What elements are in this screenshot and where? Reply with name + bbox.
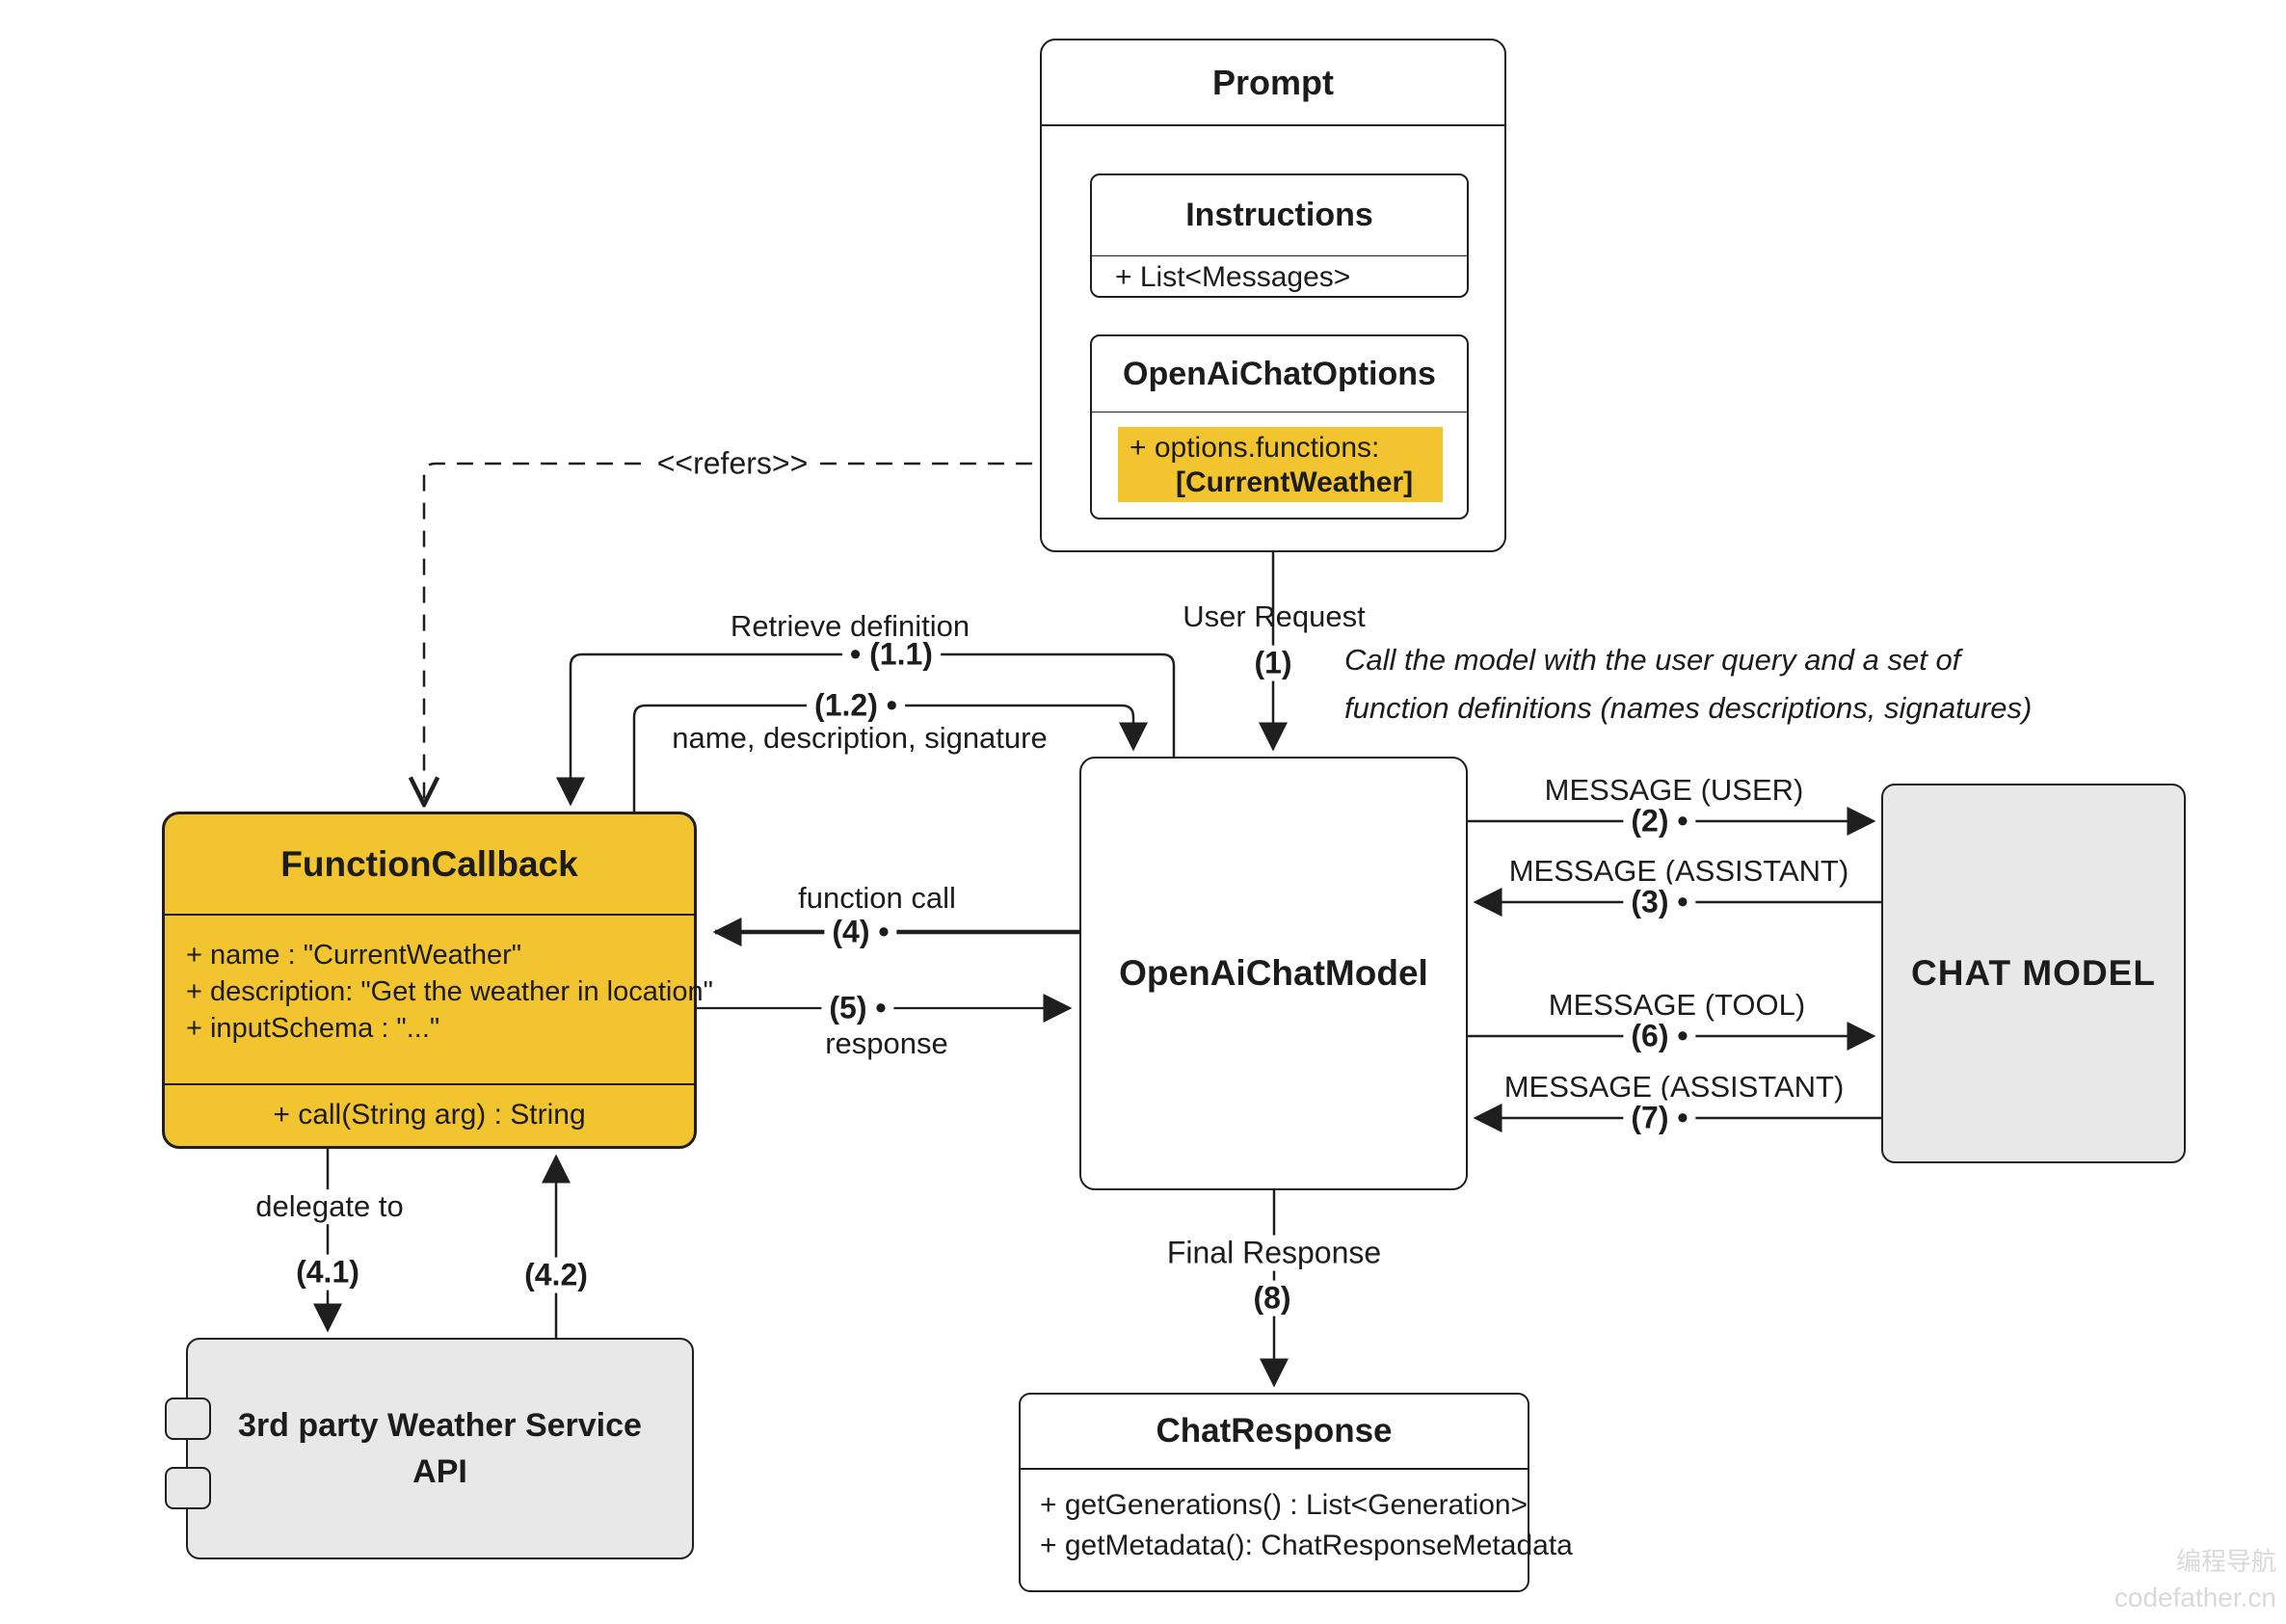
functioncallback-attr-inputschema: + inputSchema : "..." — [186, 1013, 440, 1044]
message-user-label: MESSAGE (USER) — [1544, 773, 1804, 808]
delegate-to-label: delegate to — [246, 1189, 413, 1224]
functioncallback-attrs: + name : "CurrentWeather" + description:… — [165, 916, 713, 1085]
message-assistant-3-label: MESSAGE (ASSISTANT) — [1508, 854, 1849, 889]
retrieve-payload-label: name, description, signature — [672, 721, 1048, 756]
openaichatoptions-title: OpenAiChatOptions — [1092, 336, 1467, 413]
options-functions-line2: [CurrentWeather] — [1176, 466, 1414, 498]
chatresponse-box: ChatResponse + getGenerations() : List<G… — [1019, 1393, 1573, 1592]
message-assistant-7-label: MESSAGE (ASSISTANT) — [1503, 1070, 1845, 1105]
instructions-attr: + List<Messages> — [1115, 261, 1351, 293]
edge-refers-dashed — [424, 462, 1116, 802]
response-label: response — [825, 1026, 948, 1061]
step-8-label: (8) — [1245, 1280, 1299, 1317]
prompt-title: Prompt — [1042, 40, 1504, 126]
step-5-label: (5) • — [821, 990, 894, 1026]
step-3-label: (3) • — [1623, 884, 1696, 920]
step-2-label: (2) • — [1623, 803, 1696, 839]
step-7-label: (7) • — [1623, 1100, 1696, 1136]
call-model-note-line2: function definitions (names descriptions… — [1344, 691, 2033, 725]
chatresponse-method-getgenerations: + getGenerations() : List<Generation> — [1040, 1489, 1528, 1521]
watermark: 编程导航 codefather.cn — [2114, 1543, 2276, 1616]
step-4-2-label: (4.2) — [517, 1257, 596, 1293]
component-port-icon — [165, 1467, 211, 1509]
instructions-box: Instructions + List<Messages> — [1090, 173, 1469, 298]
step-1-1-label: • (1.1) — [842, 636, 941, 673]
functioncallback-title: FunctionCallback — [165, 814, 694, 916]
functioncallback-box: FunctionCallback + name : "CurrentWeathe… — [162, 812, 713, 1149]
component-port-icon — [165, 1398, 211, 1440]
step-1-2-label: (1.2) • — [807, 687, 905, 724]
weather-api-box: 3rd party Weather Service API — [165, 1338, 694, 1559]
chatresponse-method-getmetadata: + getMetadata(): ChatResponseMetadata — [1040, 1530, 1573, 1561]
step-1-label: (1) — [1246, 645, 1300, 681]
final-response-label: Final Response — [1156, 1235, 1392, 1271]
step-6-label: (6) • — [1623, 1018, 1696, 1054]
call-model-note: Call the model with the user query and a… — [1344, 636, 2032, 732]
functioncallback-attr-description: + description: "Get the weather in locat… — [186, 976, 713, 1007]
watermark-line2: codefather.cn — [2113, 1583, 2276, 1612]
chatmodel-title: CHAT MODEL — [1911, 953, 2156, 993]
watermark-line1: 编程导航 — [2175, 1547, 2276, 1576]
chatresponse-title: ChatResponse — [1021, 1395, 1528, 1470]
user-request-label: User Request — [1183, 599, 1366, 634]
options-functions-line1: + options.functions: — [1130, 432, 1380, 464]
functioncallback-attr-name: + name : "CurrentWeather" — [186, 940, 522, 971]
openaichatmodel-box: OpenAiChatModel — [1079, 757, 1468, 1190]
options-functions-highlight: + options.functions: [CurrentWeather] — [1118, 427, 1443, 502]
step-4-1-label: (4.1) — [288, 1254, 367, 1291]
step-4-label: (4) • — [824, 914, 897, 950]
weather-api-title-line1: 3rd party Weather Service — [238, 1407, 642, 1444]
weather-api-title-line2: API — [412, 1453, 467, 1490]
openaichatoptions-box: OpenAiChatOptions + options.functions: [… — [1090, 334, 1469, 519]
instructions-title: Instructions — [1092, 175, 1467, 256]
functioncallback-method: + call(String arg) : String — [273, 1099, 586, 1131]
message-tool-label: MESSAGE (TOOL) — [1548, 988, 1806, 1023]
openaichatmodel-title: OpenAiChatModel — [1119, 953, 1428, 993]
chatmodel-box: CHAT MODEL — [1881, 784, 2186, 1163]
call-model-note-line1: Call the model with the user query and a… — [1344, 643, 1961, 677]
refers-label: <<refers>> — [647, 445, 818, 482]
function-call-label: function call — [798, 881, 956, 916]
